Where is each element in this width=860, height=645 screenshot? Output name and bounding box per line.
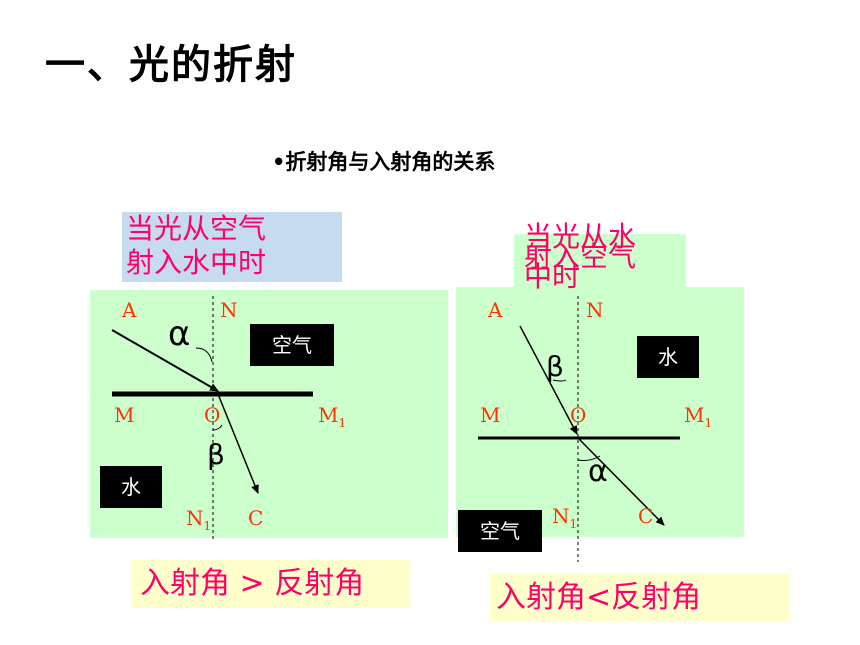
left-heading-line1: 当光从空气	[126, 212, 267, 245]
left-label-M: M	[114, 403, 135, 427]
right-label-M1-main: M	[684, 403, 705, 427]
left-incident-ray	[111, 329, 219, 392]
right-heading-box	[514, 234, 686, 290]
left-label-N1-main: N	[186, 506, 204, 530]
left-beta-label: β	[207, 438, 225, 471]
left-label-M1: M1	[318, 403, 346, 430]
left-water-box: 水	[100, 466, 162, 508]
right-heading-line2: 射入空气	[524, 240, 637, 273]
right-label-N: N	[586, 298, 604, 322]
right-beta-label: β	[546, 350, 564, 383]
right-heading-line1: 当光从水	[524, 220, 637, 253]
left-label-N: N	[220, 298, 238, 322]
left-beta-arc	[212, 424, 223, 431]
right-label-M1: M1	[684, 403, 712, 430]
right-label-N1: N1	[552, 504, 577, 531]
right-conclusion: 入射角<反射角	[490, 574, 790, 622]
left-label-M1-main: M	[318, 403, 339, 427]
right-label-C: C	[638, 504, 654, 528]
right-alpha-arc	[577, 455, 601, 461]
left-label-C: C	[248, 506, 264, 530]
left-label-N1: N1	[186, 506, 211, 533]
right-label-M: M	[480, 403, 501, 427]
left-refracted-ray	[217, 393, 259, 494]
right-beta-arc	[552, 379, 567, 382]
left-label-M1-sub: 1	[338, 416, 347, 430]
left-conclusion: 入射角 > 反射角	[132, 560, 410, 608]
subtitle: •折射角与入射角的关系	[272, 150, 496, 174]
right-label-N1-main: N	[552, 504, 570, 528]
right-refracted-ray	[577, 437, 665, 526]
right-incident-ray	[519, 325, 578, 435]
left-label-O: O	[204, 403, 221, 427]
right-label-A: A	[488, 298, 503, 322]
left-alpha-label: α	[168, 314, 191, 354]
left-heading-box: 当光从空气 射入水中时	[122, 212, 342, 282]
right-alpha-label: α	[588, 454, 608, 489]
left-label-N1-sub: 1	[203, 519, 212, 533]
left-heading-line2: 射入水中时	[126, 246, 267, 279]
right-diagram-panel	[456, 287, 744, 537]
right-heading-line3: 中时	[524, 260, 581, 293]
right-water-box: 水	[637, 336, 699, 378]
page-title: 一、光的折射	[45, 42, 297, 88]
right-label-M1-sub: 1	[704, 416, 713, 430]
left-air-box: 空气	[250, 324, 334, 366]
left-label-A: A	[122, 298, 137, 322]
right-label-O: O	[570, 403, 587, 427]
left-alpha-arc	[195, 347, 213, 363]
right-label-N1-sub: 1	[569, 517, 578, 531]
right-air-box: 空气	[458, 510, 542, 552]
